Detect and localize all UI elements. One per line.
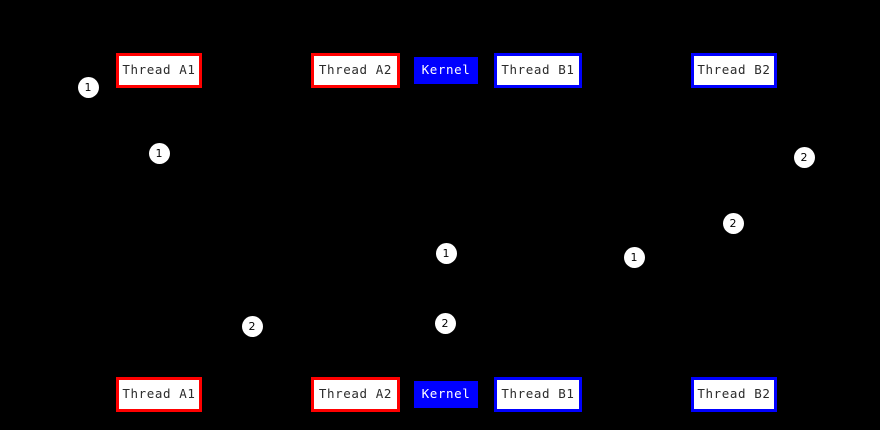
step-badge-label: 1	[442, 246, 450, 260]
thread-b2-bottom[interactable]: Thread B2	[691, 377, 777, 412]
kernel-top-label: Kernel	[421, 62, 471, 78]
lifeline-kernel	[446, 84, 447, 381]
thread-a1-bottom[interactable]: Thread A1	[116, 377, 202, 412]
step-badge-label: 1	[630, 250, 638, 264]
step-badge-1: 1	[77, 76, 99, 98]
step-badge-label: 2	[800, 150, 808, 164]
thread-b2-top[interactable]: Thread B2	[691, 53, 777, 88]
lifeline-thread-b1	[538, 88, 539, 377]
kernel-bottom[interactable]: Kernel	[414, 381, 478, 408]
step-badge-2: 2	[241, 315, 263, 337]
step-badge-label: 2	[441, 316, 449, 330]
step-badge-2: 2	[793, 146, 815, 168]
step-badge-1: 1	[148, 142, 170, 164]
thread-a2-top-label: Thread A2	[318, 62, 393, 78]
thread-b1-top-label: Thread B1	[501, 62, 575, 78]
kernel-bottom-label: Kernel	[421, 386, 471, 402]
step-badge-1: 1	[435, 242, 457, 264]
step-badge-1: 1	[623, 246, 645, 268]
step-badge-label: 2	[729, 216, 737, 230]
kernel-top[interactable]: Kernel	[414, 57, 478, 84]
step-badge-label: 1	[155, 146, 163, 160]
thread-a1-bottom-label: Thread A1	[122, 386, 196, 402]
lifeline-thread-a1	[159, 88, 160, 377]
thread-b1-bottom-label: Thread B1	[501, 386, 575, 402]
thread-b1-top[interactable]: Thread B1	[494, 53, 582, 88]
thread-a2-bottom[interactable]: Thread A2	[311, 377, 400, 412]
step-badge-label: 2	[248, 319, 256, 333]
thread-a2-top[interactable]: Thread A2	[311, 53, 400, 88]
thread-b1-bottom[interactable]: Thread B1	[494, 377, 582, 412]
thread-a1-top[interactable]: Thread A1	[116, 53, 202, 88]
step-badge-2: 2	[722, 212, 744, 234]
step-badge-2: 2	[434, 312, 456, 334]
lifeline-thread-a2	[355, 88, 356, 377]
step-badge-label: 1	[84, 80, 92, 94]
thread-b2-bottom-label: Thread B2	[697, 386, 771, 402]
thread-b2-top-label: Thread B2	[697, 62, 771, 78]
thread-a1-top-label: Thread A1	[122, 62, 196, 78]
thread-a2-bottom-label: Thread A2	[318, 386, 393, 402]
